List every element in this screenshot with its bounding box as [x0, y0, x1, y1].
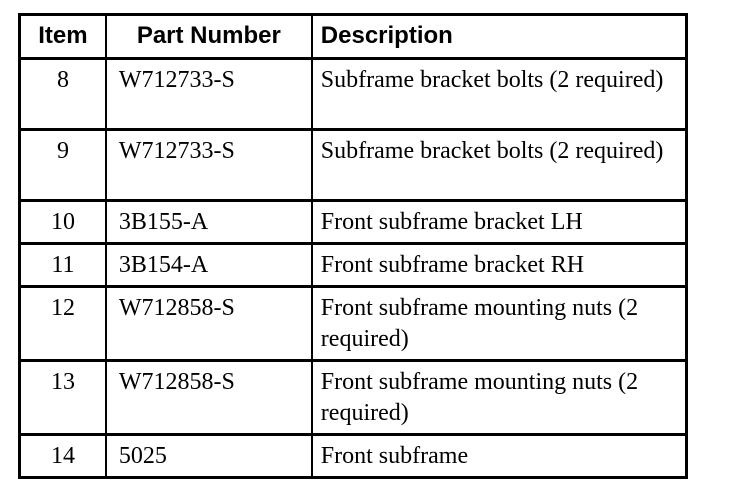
column-header-description: Description [310, 13, 688, 60]
item-cell: 8 [18, 57, 107, 131]
part-number-cell: W712858-S [104, 359, 313, 436]
item-cell: 12 [18, 285, 107, 362]
table-row: 13 W712858-S Front subframe mounting nut… [18, 359, 688, 436]
part-number-cell: 3B154-A [104, 242, 313, 288]
column-header-part-number: Part Number [104, 13, 313, 60]
description-cell: Subframe bracket bolts (2 required) [310, 57, 688, 131]
description-cell: Front subframe [310, 433, 688, 479]
description-cell: Front subframe mounting nuts (2 required… [310, 359, 688, 436]
table-row: 12 W712858-S Front subframe mounting nut… [18, 285, 688, 362]
table-header: Item Part Number Description [18, 13, 688, 60]
item-cell: 9 [18, 128, 107, 202]
item-cell: 10 [18, 199, 107, 245]
part-number-cell: 5025 [104, 433, 313, 479]
description-cell: Subframe bracket bolts (2 required) [310, 128, 688, 202]
description-cell: Front subframe mounting nuts (2 required… [310, 285, 688, 362]
header-row: Item Part Number Description [18, 13, 688, 60]
column-header-item: Item [18, 13, 107, 60]
part-number-cell: 3B155-A [104, 199, 313, 245]
parts-table: Item Part Number Description 8 W712733-S… [18, 13, 688, 479]
description-cell: Front subframe bracket RH [310, 242, 688, 288]
part-number-cell: W712733-S [104, 57, 313, 131]
table-row: 11 3B154-A Front subframe bracket RH [18, 242, 688, 288]
table-row: 14 5025 Front subframe [18, 433, 688, 479]
description-cell: Front subframe bracket LH [310, 199, 688, 245]
part-number-cell: W712858-S [104, 285, 313, 362]
table-row: 9 W712733-S Subframe bracket bolts (2 re… [18, 128, 688, 202]
table-body: 8 W712733-S Subframe bracket bolts (2 re… [18, 57, 688, 479]
table-row: 8 W712733-S Subframe bracket bolts (2 re… [18, 57, 688, 131]
table-row: 10 3B155-A Front subframe bracket LH [18, 199, 688, 245]
item-cell: 13 [18, 359, 107, 436]
part-number-cell: W712733-S [104, 128, 313, 202]
item-cell: 14 [18, 433, 107, 479]
item-cell: 11 [18, 242, 107, 288]
